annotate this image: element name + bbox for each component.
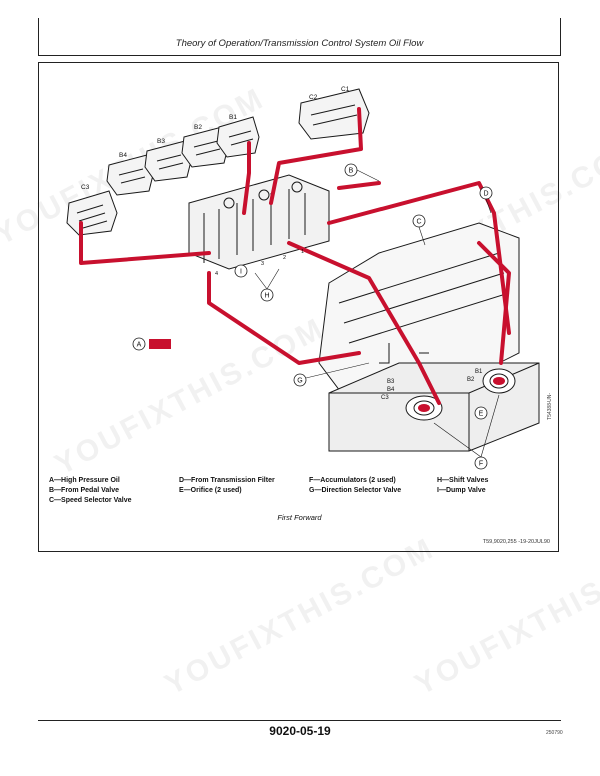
oil-line-pedal	[337, 181, 381, 190]
clutch-housing-c3	[66, 190, 118, 236]
legend-item: A—High Pressure Oil	[49, 477, 120, 484]
label-b1: B1	[229, 114, 237, 121]
label-lower-b2: B2	[467, 377, 475, 383]
legend-column-2: D—From Transmission Filter E—Orifice (2 …	[179, 476, 275, 496]
callout-g: G	[297, 378, 302, 385]
label-b3: B3	[157, 138, 165, 145]
legend-item: H—Shift Valves	[437, 477, 489, 484]
label-c2: C2	[309, 94, 318, 101]
callout-e-circle	[474, 406, 488, 420]
oil-line-c1	[269, 107, 363, 205]
oil-flow-diagram: A B C D E F G H I C3 B4 B3 B2 B1 C2 C1 4…	[66, 86, 540, 470]
callout-i: I	[240, 269, 242, 276]
callout-c: C	[416, 219, 421, 226]
valve-number-1: 1	[301, 249, 304, 255]
legend-item: B—From Pedal Valve	[49, 487, 120, 494]
callout-g-circle	[293, 373, 307, 387]
callout-a-circle	[132, 337, 146, 351]
callout-e: E	[479, 411, 484, 418]
footer-rule	[38, 720, 561, 721]
doc-code: 250790	[546, 730, 563, 736]
legend-item: E—Orifice (2 used)	[179, 487, 242, 494]
clutch-labels: C3 B4 B3 B2 B1 C2 C1	[81, 86, 350, 191]
label-lower-b4: B4	[387, 387, 395, 393]
oil-line-b1	[242, 141, 251, 215]
legend-item: G—Direction Selector Valve	[309, 487, 402, 494]
legend-column-1: A—High Pressure Oil B—From Pedal Valve C…	[49, 476, 131, 506]
header-rule	[38, 55, 561, 56]
figure-reference: T59,9020,255 -19-20JUL90	[482, 539, 550, 545]
legend-column-4: H—Shift Valves I—Dump Valve	[437, 476, 488, 496]
legend-item: C—Speed Selector Valve	[49, 497, 132, 504]
oil-line-case	[287, 241, 441, 405]
oil-line-c3	[79, 221, 211, 265]
label-lower-b3: B3	[387, 379, 395, 385]
callout-f: F	[479, 461, 483, 468]
leader-lines	[254, 169, 500, 458]
header-rule-right	[560, 18, 561, 56]
valve-numbers: 4 3 2 1	[215, 249, 304, 277]
figure-caption: First Forward	[277, 513, 322, 522]
header-rule-left	[38, 18, 39, 56]
accumulator-fill	[418, 377, 505, 412]
label-lower-b1: B1	[475, 369, 483, 375]
valve-number-3: 3	[261, 261, 264, 267]
callout-letters: A B C D E F G H I	[137, 168, 489, 468]
label-c3: C3	[81, 184, 90, 191]
legend-item: F—Accumulators (2 used)	[309, 477, 396, 484]
callout-a: A	[137, 342, 142, 349]
callout-i-circle	[234, 264, 248, 278]
valve-number-4: 4	[215, 271, 218, 277]
oil-line-accumulator	[477, 241, 511, 365]
clutch-housing-b1	[216, 116, 260, 158]
callout-h: H	[264, 293, 269, 300]
page-title: Theory of Operation/Transmission Control…	[175, 38, 424, 49]
legend-item: D—From Transmission Filter	[179, 477, 275, 484]
lower-labels: B3 B4 C3 B1 B2	[381, 369, 483, 401]
legend-item: I—Dump Valve	[437, 487, 486, 494]
clutch-housing-c2-c1	[298, 88, 370, 140]
side-code-suffix: -UN-	[547, 393, 553, 404]
figure-frame: A B C D E F G H I C3 B4 B3 B2 B1 C2 C1 4…	[38, 62, 559, 552]
label-lower-c3: C3	[381, 395, 389, 401]
callout-d: D	[483, 191, 488, 198]
high-pressure-swatch	[149, 339, 171, 349]
watermark: YOUFIXTHIS.COM	[159, 531, 441, 702]
side-code: T54388	[547, 403, 553, 420]
oil-line-loop	[207, 271, 361, 365]
label-c1: C1	[341, 86, 350, 93]
callout-b: B	[349, 168, 354, 175]
watermark: YOUFIXTHIS.COM	[409, 531, 600, 702]
label-b4: B4	[119, 152, 127, 159]
transmission-case	[318, 222, 520, 404]
label-b2: B2	[194, 124, 202, 131]
page-number: 9020-05-19	[269, 724, 331, 738]
control-valve-body	[188, 174, 330, 270]
valve-number-2: 2	[283, 255, 286, 261]
legend-column-3: F—Accumulators (2 used) G—Direction Sele…	[309, 476, 401, 496]
